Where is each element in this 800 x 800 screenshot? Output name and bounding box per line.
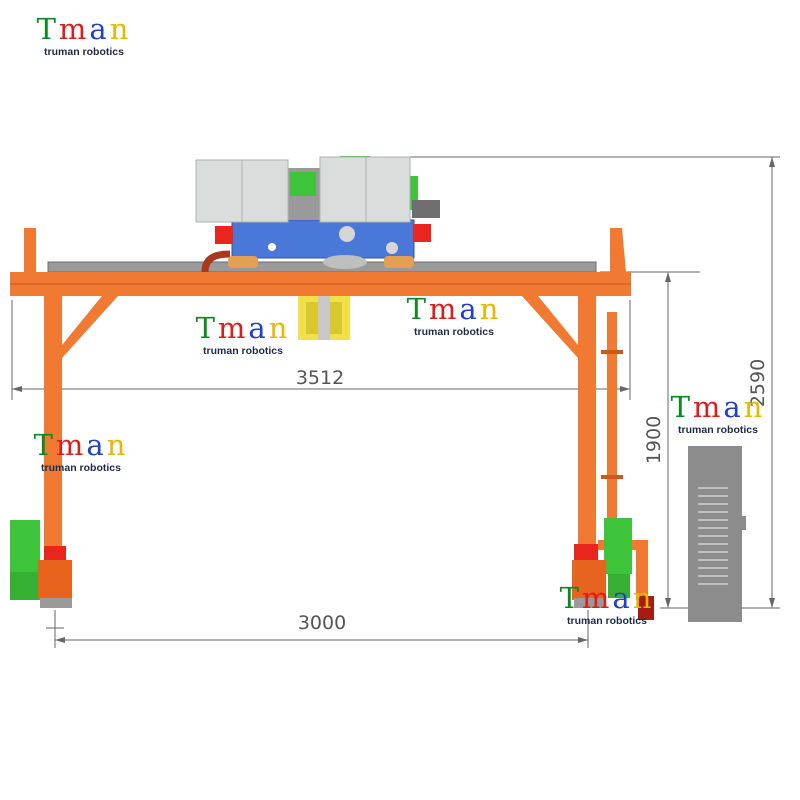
right-wheel [384, 256, 414, 268]
logo-tagline: truman robotics [414, 326, 494, 338]
left-end-plate [24, 228, 36, 272]
logo-tagline: truman robotics [44, 46, 124, 58]
logo-center-left: Tman truman robotics [188, 313, 298, 357]
gantry-frame [10, 228, 631, 566]
logo-top-left: Tman truman robotics [29, 14, 139, 58]
logo-tagline: truman robotics [41, 462, 121, 474]
logo-tagline: truman robotics [678, 424, 758, 436]
gripper-assembly [298, 296, 350, 340]
logo-brand: Tman [33, 428, 129, 462]
logo-right: Tman truman robotics [663, 392, 773, 436]
dimension-total-height: 2590 [747, 359, 769, 407]
logo-brand: Tman [36, 12, 132, 46]
dimension-lines [11, 156, 780, 648]
cabinets [195, 156, 411, 223]
right-leg [578, 296, 596, 546]
right-drive-unit [572, 518, 632, 608]
logo-brand: Tman [406, 292, 502, 326]
right-brace [522, 296, 578, 358]
cabinet-right [319, 156, 411, 223]
logo-brand: Tman [559, 581, 655, 615]
control-box [688, 446, 746, 622]
left-leg [44, 296, 62, 546]
right-end-plate [610, 228, 626, 272]
logo-bottom-right: Tman truman robotics [552, 583, 662, 627]
dimension-leg-height: 1900 [643, 416, 665, 464]
left-wheel [228, 256, 258, 268]
logo-tagline: truman robotics [567, 615, 647, 627]
left-brace [62, 296, 118, 358]
logo-mid-left: Tman truman robotics [26, 430, 136, 474]
left-drive-unit [10, 520, 72, 640]
dimension-beam-span: 3512 [296, 367, 344, 389]
trolley-body [231, 219, 415, 259]
dimension-rail-span: 3000 [298, 612, 346, 634]
logo-tagline: truman robotics [203, 345, 283, 357]
top-rail [47, 261, 597, 273]
logo-brand: Tman [670, 390, 766, 424]
logo-brand: Tman [195, 311, 291, 345]
logo-center-right: Tman truman robotics [399, 294, 509, 338]
dimension-arrows [12, 157, 775, 643]
